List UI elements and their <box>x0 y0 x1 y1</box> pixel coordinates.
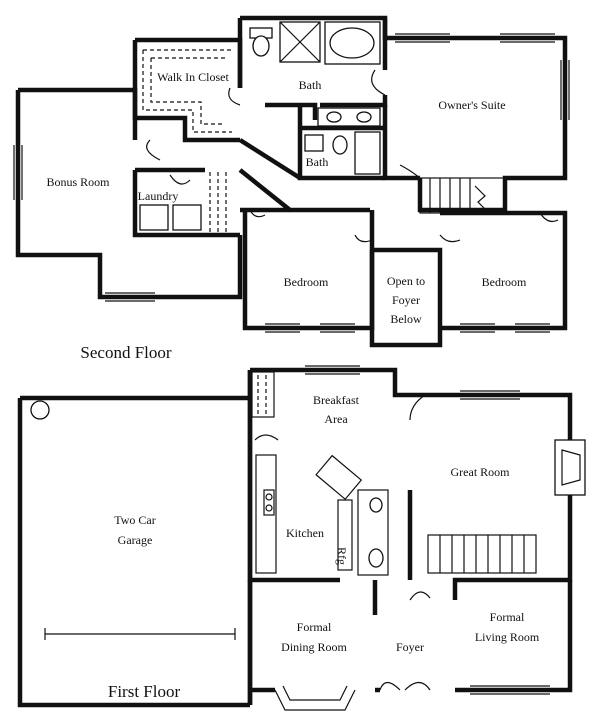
bonus-room-walls <box>15 87 243 300</box>
label-open-to-foyer-3: Below <box>390 312 422 326</box>
small-vanity <box>304 134 324 152</box>
bay-window <box>274 689 356 711</box>
washer <box>139 204 169 231</box>
label-living-2: Living Room <box>475 630 540 644</box>
label-bedroom-right: Bedroom <box>482 275 527 289</box>
label-walk-in-closet: Walk In Closet <box>157 70 229 84</box>
label-breakfast-1: Breakfast <box>313 393 360 407</box>
toilet-bowl <box>252 35 270 57</box>
label-kitchen: Kitchen <box>286 526 324 540</box>
label-breakfast-2: Area <box>324 412 348 426</box>
label-laundry: Laundry <box>138 189 179 203</box>
caption-second-floor: Second Floor <box>80 343 171 362</box>
second-floor-plan <box>13 15 570 348</box>
great-room-walls <box>425 392 573 600</box>
label-dining-2: Dining Room <box>281 640 347 654</box>
water-heater <box>30 400 50 420</box>
kitchen-island <box>315 454 363 501</box>
powder-sink <box>369 497 383 513</box>
label-great-room: Great Room <box>451 465 511 479</box>
closet-shelf-line <box>142 49 232 133</box>
open-to-foyer-walls <box>369 247 443 348</box>
foyer-closet-door <box>409 591 431 601</box>
small-tub <box>354 131 381 175</box>
bedroom-right-walls <box>440 210 568 331</box>
label-bonus-room: Bonus Room <box>46 175 110 189</box>
pantry <box>251 371 275 418</box>
label-open-to-foyer-1: Open to <box>387 274 425 288</box>
front-door <box>379 681 431 691</box>
label-refrigerator: Rfg <box>335 547 349 565</box>
main-stair <box>427 534 537 574</box>
powder-toilet <box>368 548 384 568</box>
caption-first-floor: First Floor <box>108 682 181 701</box>
label-open-to-foyer-2: Foyer <box>392 293 420 307</box>
label-bath-main: Bath <box>299 78 322 92</box>
label-garage-1: Two Car <box>114 513 155 527</box>
dryer <box>172 204 202 231</box>
breakfast-area-walls <box>247 367 425 440</box>
suite-door-swing <box>371 69 386 96</box>
label-living-1: Formal <box>490 610 525 624</box>
first-floor-plan <box>17 365 586 711</box>
label-bath-small: Bath <box>306 155 329 169</box>
label-owners-suite: Owner's Suite <box>438 98 505 112</box>
closet-door-swing <box>228 87 241 106</box>
owners-suite-walls <box>382 18 568 213</box>
front-rooms-walls <box>247 580 573 705</box>
label-garage-2: Garage <box>118 533 153 547</box>
label-dining-1: Formal <box>297 620 332 634</box>
bedroom-left-walls <box>240 207 375 331</box>
label-bedroom-left: Bedroom <box>284 275 329 289</box>
kitchen-counter <box>255 454 277 574</box>
laundry-walls <box>132 167 240 238</box>
label-foyer: Foyer <box>396 640 424 654</box>
